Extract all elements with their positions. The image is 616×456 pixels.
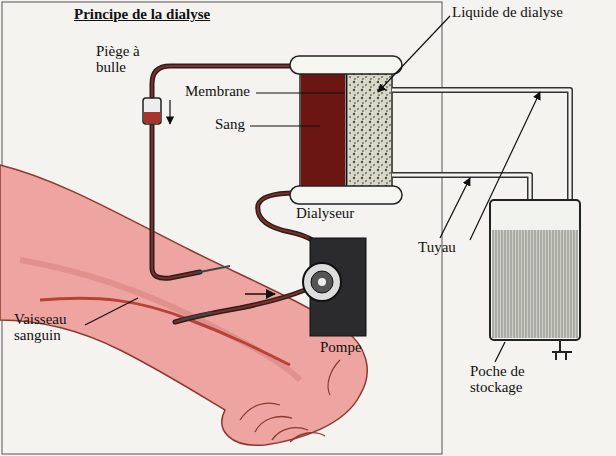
part-label: Tuyau bbox=[418, 240, 456, 256]
dialyser bbox=[290, 56, 402, 204]
blood-vessel bbox=[40, 298, 290, 365]
flow-arrow bbox=[245, 293, 275, 295]
part-label: Dialyseur bbox=[296, 206, 354, 222]
part-label: Pompe bbox=[320, 340, 362, 356]
part-label: Piège à bulle bbox=[96, 44, 142, 76]
part-label: Poche de stockage bbox=[470, 364, 560, 396]
bubble-trap bbox=[143, 98, 170, 124]
part-label: Liquide de dialyse bbox=[452, 5, 563, 21]
part-label: Vaisseau sanguin bbox=[14, 312, 94, 344]
diagram-title: Principe de la dialyse bbox=[74, 6, 210, 23]
arm bbox=[0, 165, 367, 445]
pump bbox=[303, 238, 366, 336]
part-label: Sang bbox=[215, 117, 245, 133]
needle bbox=[180, 266, 230, 320]
storage-tank bbox=[490, 200, 580, 360]
part-label: Membrane bbox=[185, 84, 250, 100]
leader-lines bbox=[85, 16, 540, 362]
